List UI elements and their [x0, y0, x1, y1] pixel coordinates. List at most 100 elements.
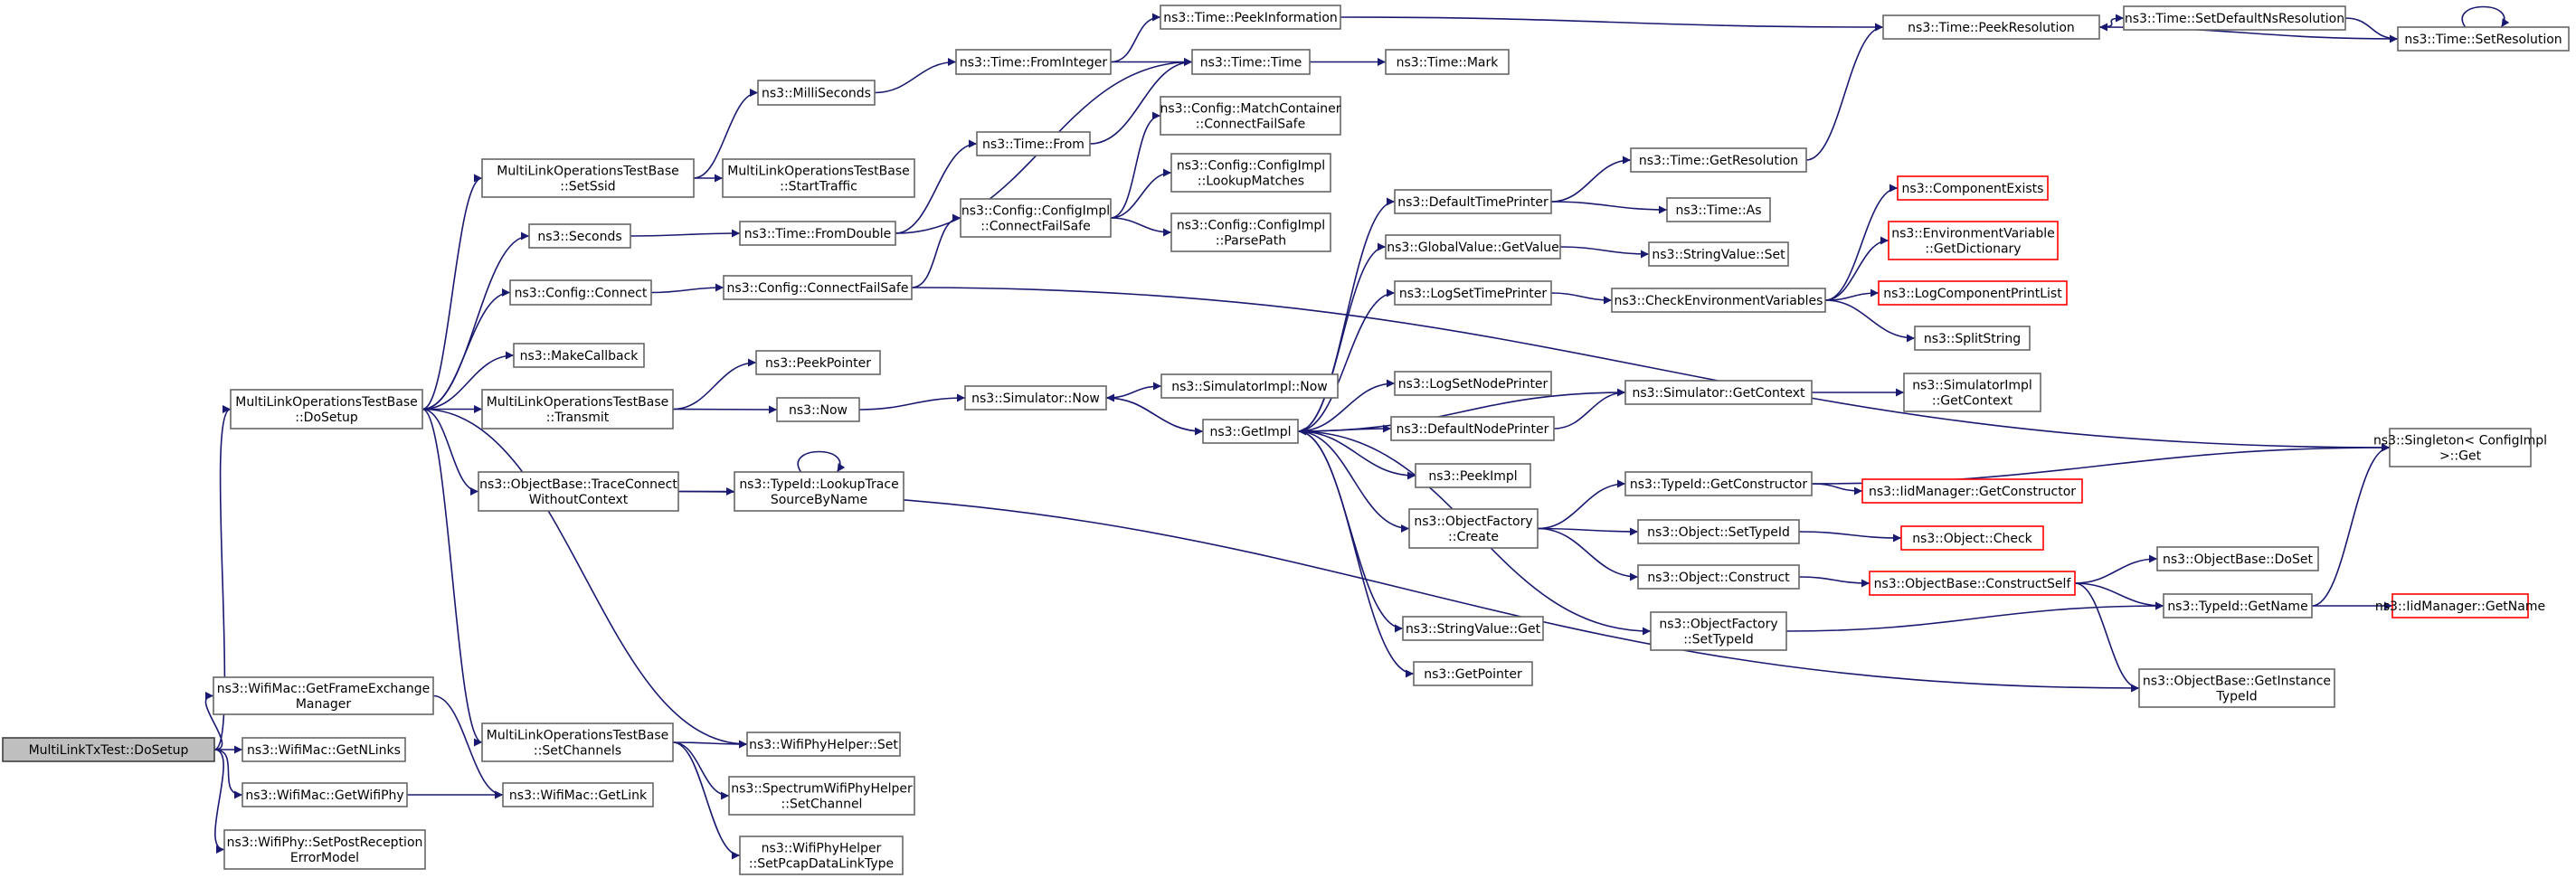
node-label: ns3::LogSetTimePrinter: [1399, 287, 1548, 301]
node-obDoSet[interactable]: ns3::ObjectBase::DoSet: [2156, 546, 2319, 571]
node-label: ns3::IidManager::GetName: [2375, 599, 2545, 614]
node-now[interactable]: ns3::Now: [776, 397, 860, 422]
node-defTimePrinter[interactable]: ns3::DefaultTimePrinter: [1394, 189, 1552, 214]
node-transmit[interactable]: MultiLinkOperationsTestBase::Transmit: [481, 389, 674, 430]
node-objCheck[interactable]: ns3::Object::Check: [1900, 525, 2044, 551]
node-matchCFS[interactable]: ns3::Config::MatchContainer::ConnectFail…: [1160, 96, 1341, 136]
edge-doSetup-to-seconds: [421, 231, 530, 411]
node-seconds[interactable]: ns3::Seconds: [528, 223, 631, 249]
node-label: ns3::Time::As: [1675, 203, 1761, 218]
node-setDefNsRes[interactable]: ns3::Time::SetDefaultNsResolution: [2123, 5, 2346, 31]
node-fromDouble[interactable]: ns3::Time::FromDouble: [739, 221, 896, 246]
node-startTraffic[interactable]: MultiLinkOperationsTestBase::StartTraffi…: [722, 158, 915, 198]
node-timeFrom[interactable]: ns3::Time::From: [976, 131, 1091, 156]
node-defNodePrinter[interactable]: ns3::DefaultNodePrinter: [1390, 416, 1555, 441]
edge-getImpl-to-simNow: [1105, 393, 1204, 432]
node-gvGetValue[interactable]: ns3::GlobalValue::GetValue: [1385, 234, 1561, 260]
node-parsePath[interactable]: ns3::Config::ConfigImpl::ParsePath: [1170, 212, 1331, 252]
edge-tidGetCtor-to-iidGetCtor: [1811, 483, 1863, 496]
node-timeAs[interactable]: ns3::Time::As: [1666, 197, 1771, 222]
node-label: MultiLinkTxTest::DoSetup: [29, 743, 189, 758]
edge-mltx-to-doSetup: [213, 405, 232, 751]
node-label: ::ConnectFailSafe: [980, 220, 1090, 234]
node-simImplNow[interactable]: ns3::SimulatorImpl::Now: [1160, 373, 1339, 399]
node-label: ns3::Object::Construct: [1647, 571, 1790, 585]
node-getNLinks[interactable]: ns3::WifiMac::GetNLinks: [242, 737, 406, 762]
node-singletonGet[interactable]: ns3::Singleton< ConfigImpl >::Get: [2373, 428, 2547, 467]
node-fromInteger[interactable]: ns3::Time::FromInteger: [955, 49, 1112, 75]
node-simNow[interactable]: ns3::Simulator::Now: [964, 385, 1107, 411]
node-label: ns3::ObjectFactory: [1659, 618, 1777, 632]
node-mltx[interactable]: MultiLinkTxTest::DoSetup: [2, 737, 215, 762]
node-peekPointer[interactable]: ns3::PeekPointer: [755, 350, 881, 375]
node-setPcap[interactable]: ns3::WifiPhyHelper::SetPcapDataLinkType: [739, 836, 904, 875]
node-logCompPrint[interactable]: ns3::LogComponentPrintList: [1878, 280, 2068, 306]
node-setSsid[interactable]: MultiLinkOperationsTestBase::SetSsid: [481, 158, 695, 198]
node-tidGetName[interactable]: ns3::TypeId::GetName: [2163, 593, 2313, 618]
node-envGetDict[interactable]: ns3::EnvironmentVariable::GetDictionary: [1888, 221, 2059, 260]
node-makeCallback[interactable]: ns3::MakeCallback: [513, 343, 645, 368]
node-compExists[interactable]: ns3::ComponentExists: [1897, 175, 2049, 201]
node-cfgConnectFS[interactable]: ns3::Config::ConnectFailSafe: [723, 275, 913, 300]
node-peekImpl[interactable]: ns3::PeekImpl: [1415, 463, 1531, 488]
node-objSetTypeId[interactable]: ns3::Object::SetTypeId: [1637, 519, 1800, 544]
node-simGetContext[interactable]: ns3::Simulator::GetContext: [1624, 380, 1813, 405]
node-cfgImplCFS[interactable]: ns3::Config::ConfigImpl::ConnectFailSafe: [960, 198, 1112, 238]
node-checkEnv[interactable]: ns3::CheckEnvironmentVariables: [1611, 288, 1826, 313]
node-getResolution[interactable]: ns3::Time::GetResolution: [1630, 147, 1807, 173]
node-label: ::Create: [1448, 530, 1499, 544]
node-label: ns3::Object::SetTypeId: [1647, 525, 1790, 540]
node-label: ns3::TypeId::GetConstructor: [1630, 477, 1807, 492]
edge-getResolution-to-peekRes: [1805, 23, 1884, 161]
node-logSetNode[interactable]: ns3::LogSetNodePrinter: [1394, 371, 1552, 396]
node-iidGetCtor[interactable]: ns3::IidManager::GetConstructor: [1861, 478, 2083, 504]
node-timeTime[interactable]: ns3::Time::Time: [1191, 49, 1311, 75]
node-milli[interactable]: ns3::MilliSeconds: [757, 80, 876, 106]
node-svSet[interactable]: ns3::StringValue::Set: [1648, 241, 1789, 267]
edge-doSetup-to-makeCallback: [421, 351, 515, 411]
node-label: ns3::Config::ConfigImpl: [1177, 219, 1325, 233]
node-ofSetTypeId[interactable]: ns3::ObjectFactory::SetTypeId: [1650, 611, 1787, 651]
node-cfgConnect[interactable]: ns3::Config::Connect: [509, 279, 652, 306]
node-getPointer[interactable]: ns3::GetPointer: [1413, 661, 1533, 686]
node-wphSet[interactable]: ns3::WifiPhyHelper::Set: [746, 732, 901, 757]
edge-getImpl-to-logSetNode: [1297, 379, 1396, 432]
node-label: ns3::Time::Mark: [1397, 56, 1500, 71]
edge-obConstructSelf-to-obGetInstTid: [2074, 582, 2140, 693]
node-timeMark[interactable]: ns3::Time::Mark: [1385, 49, 1510, 75]
edge-doSetup-to-wphSet: [421, 408, 748, 749]
node-splitString[interactable]: ns3::SplitString: [1914, 326, 2031, 351]
node-label: ns3::Config::ConnectFailSafe: [727, 281, 909, 296]
node-specSetChannel[interactable]: ns3::SpectrumWifiPhyHelper::SetChannel: [728, 776, 915, 816]
node-simImplGetCtx[interactable]: ns3::SimulatorImpl::GetContext: [1903, 373, 2041, 412]
node-label: ns3::ObjectBase::DoSet: [2163, 552, 2313, 567]
node-tidGetCtor[interactable]: ns3::TypeId::GetConstructor: [1624, 471, 1813, 496]
node-doSetup[interactable]: MultiLinkOperationsTestBase::DoSetup: [230, 389, 423, 430]
node-peekInfo[interactable]: ns3::Time::PeekInformation: [1160, 5, 1341, 30]
node-iidGetName[interactable]: ns3::IidManager::GetName: [2375, 593, 2545, 618]
node-getImpl[interactable]: ns3::GetImpl: [1202, 419, 1299, 444]
node-lookupMatches[interactable]: ns3::Config::ConfigImpl::LookupMatches: [1170, 153, 1331, 193]
node-logSetTime[interactable]: ns3::LogSetTimePrinter: [1394, 280, 1552, 306]
edge-obConstructSelf-to-tidGetName: [2074, 582, 2164, 610]
node-label: ns3::GetImpl: [1209, 425, 1291, 439]
node-setChannels[interactable]: MultiLinkOperationsTestBase::SetChannels: [481, 722, 674, 762]
node-objConstruct[interactable]: ns3::Object::Construct: [1637, 564, 1800, 590]
node-getLink[interactable]: ns3::WifiMac::GetLink: [502, 782, 654, 807]
node-label: ns3::WifiPhyHelper::Set: [749, 738, 898, 752]
node-label: ns3::WifiPhy::SetPostReception: [227, 836, 423, 850]
node-traceConnect[interactable]: ns3::ObjectBase::TraceConnectWithoutCont…: [478, 471, 679, 512]
node-objFactCreate[interactable]: ns3::ObjectFactory::Create: [1408, 508, 1539, 549]
edge-cfgImplCFS-to-lookupMatches: [1110, 168, 1172, 219]
node-label: ErrorModel: [290, 851, 359, 865]
node-getWifiPhy[interactable]: ns3::WifiMac::GetWifiPhy: [242, 782, 408, 807]
node-peekRes[interactable]: ns3::Time::PeekResolution: [1882, 14, 2100, 40]
node-obConstructSelf[interactable]: ns3::ObjectBase::ConstructSelf: [1869, 571, 2076, 596]
node-svGet[interactable]: ns3::StringValue::Get: [1402, 616, 1544, 641]
node-setRes[interactable]: ns3::Time::SetResolution: [2397, 26, 2570, 52]
